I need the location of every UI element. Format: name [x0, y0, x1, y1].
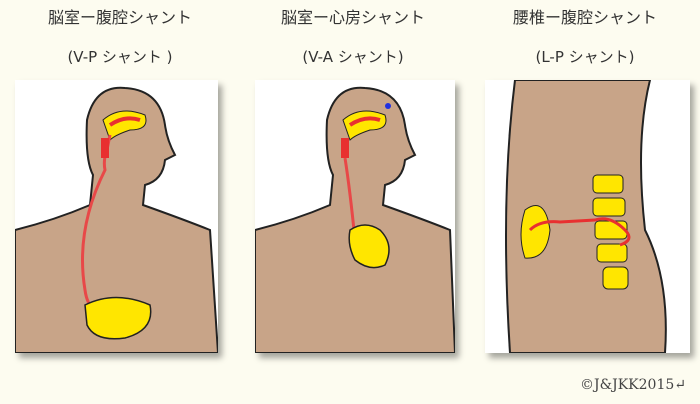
- vp-shunt-illustration: [15, 80, 218, 353]
- va-shunt-subtitle: (V-A シャント): [302, 48, 404, 66]
- va-shunt-title: 脳室ー心房シャント: [280, 8, 425, 27]
- vp-shunt-subtitle: (V-P シャント ): [67, 48, 173, 66]
- lp-shunt-illustration: [485, 80, 690, 353]
- lp-shunt-subtitle: (L-P シャント): [535, 48, 635, 66]
- lp-shunt-title: 腰椎ー腹腔シャント: [512, 8, 657, 27]
- vp-shunt-title: 脳室ー腹腔シャント: [47, 8, 192, 27]
- copyright-text: ©J&JKK2015↵: [580, 377, 686, 393]
- va-shunt-illustration: [255, 80, 455, 353]
